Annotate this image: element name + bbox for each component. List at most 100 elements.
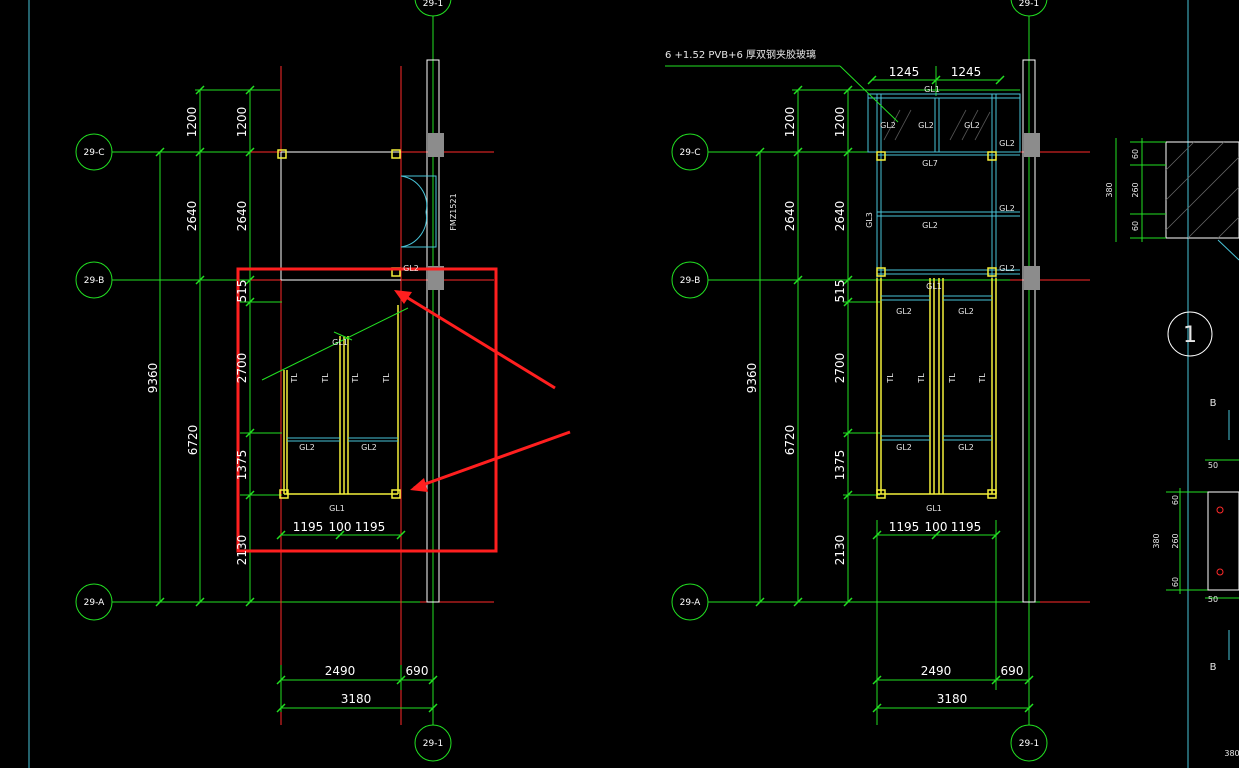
section-mark-1[interactable]: 1 bbox=[1167, 311, 1213, 357]
svg-text:3180: 3180 bbox=[341, 692, 372, 706]
left-dimension-labels: 1200 1200 2640 2640 515 2700 1375 2130 9… bbox=[146, 107, 458, 706]
svg-text:FMZ1521: FMZ1521 bbox=[449, 193, 458, 230]
svg-text:2640: 2640 bbox=[783, 201, 797, 232]
svg-text:GL1: GL1 bbox=[926, 282, 942, 291]
svg-text:TL: TL bbox=[290, 373, 299, 384]
svg-text:B: B bbox=[1210, 662, 1217, 673]
svg-text:260: 260 bbox=[1131, 182, 1140, 197]
svg-text:1245: 1245 bbox=[889, 65, 920, 79]
svg-text:2700: 2700 bbox=[833, 353, 847, 384]
svg-text:1375: 1375 bbox=[833, 450, 847, 481]
svg-text:100: 100 bbox=[329, 520, 352, 534]
glass-spec-note: 6 +1.52 PVB+6 厚双钢夹胶玻璃 bbox=[665, 48, 816, 61]
svg-text:1200: 1200 bbox=[833, 107, 847, 138]
svg-text:TL: TL bbox=[886, 373, 895, 384]
svg-text:60: 60 bbox=[1131, 149, 1140, 159]
svg-text:1375: 1375 bbox=[235, 450, 249, 481]
svg-text:GL2: GL2 bbox=[958, 307, 974, 316]
svg-text:GL2: GL2 bbox=[361, 443, 377, 452]
svg-text:TL: TL bbox=[917, 373, 926, 384]
svg-text:GL2: GL2 bbox=[958, 443, 974, 452]
highlight-box bbox=[236, 267, 498, 553]
svg-text:TL: TL bbox=[321, 373, 330, 384]
svg-text:GL2: GL2 bbox=[896, 443, 912, 452]
svg-text:1195: 1195 bbox=[355, 520, 386, 534]
svg-text:GL2: GL2 bbox=[999, 264, 1015, 273]
axis-bubble-c-right[interactable]: 29-C bbox=[671, 133, 709, 171]
svg-text:260: 260 bbox=[1171, 533, 1180, 548]
svg-text:1195: 1195 bbox=[293, 520, 324, 534]
axis-bubble-b-right[interactable]: 29-B bbox=[671, 261, 709, 299]
svg-text:1195: 1195 bbox=[889, 520, 920, 534]
svg-text:GL1: GL1 bbox=[926, 504, 942, 513]
svg-text:9360: 9360 bbox=[146, 363, 160, 394]
svg-text:1: 1 bbox=[1183, 323, 1197, 348]
svg-text:2130: 2130 bbox=[235, 535, 249, 566]
svg-text:GL3: GL3 bbox=[865, 212, 874, 228]
svg-text:TL: TL bbox=[351, 373, 360, 384]
detail-labels: 60 260 60 380 50 50 380 60 260 60 B B 38… bbox=[1105, 149, 1239, 758]
svg-text:60: 60 bbox=[1171, 495, 1180, 505]
svg-text:29-1: 29-1 bbox=[1019, 739, 1039, 749]
svg-text:50: 50 bbox=[1208, 595, 1218, 604]
svg-text:GL2: GL2 bbox=[964, 121, 980, 130]
axis-bubble-b-left[interactable]: 29-B bbox=[75, 261, 113, 299]
svg-text:GL2: GL2 bbox=[999, 139, 1015, 148]
svg-text:GL7: GL7 bbox=[922, 159, 938, 168]
svg-text:29-1: 29-1 bbox=[423, 739, 443, 749]
svg-text:2130: 2130 bbox=[833, 535, 847, 566]
svg-text:29-C: 29-C bbox=[680, 148, 701, 158]
svg-text:1195: 1195 bbox=[951, 520, 982, 534]
svg-text:2490: 2490 bbox=[325, 664, 356, 678]
axis-bubble-a-left[interactable]: 29-A bbox=[75, 583, 113, 621]
svg-text:GL2: GL2 bbox=[922, 221, 938, 230]
svg-text:690: 690 bbox=[406, 664, 429, 678]
svg-text:2640: 2640 bbox=[833, 201, 847, 232]
svg-text:6720: 6720 bbox=[186, 425, 200, 456]
svg-text:3180: 3180 bbox=[937, 692, 968, 706]
svg-text:29-A: 29-A bbox=[84, 598, 106, 608]
svg-text:GL1: GL1 bbox=[924, 85, 940, 94]
svg-text:380: 380 bbox=[1152, 533, 1161, 548]
right-dimension-labels: 6 +1.52 PVB+6 厚双钢夹胶玻璃 1200 1200 2640 264… bbox=[665, 48, 1023, 706]
svg-text:GL2: GL2 bbox=[880, 121, 896, 130]
svg-text:1200: 1200 bbox=[185, 107, 199, 138]
axis-bubble-a-right[interactable]: 29-A bbox=[671, 583, 709, 621]
svg-text:515: 515 bbox=[235, 280, 249, 303]
axis-bubble-c-left[interactable]: 29-C bbox=[75, 133, 113, 171]
axis-bubble-top-left[interactable]: 29-1 bbox=[414, 0, 452, 17]
svg-text:29-B: 29-B bbox=[84, 276, 105, 286]
svg-text:29-C: 29-C bbox=[84, 148, 105, 158]
svg-text:2640: 2640 bbox=[185, 201, 199, 232]
svg-text:GL2: GL2 bbox=[896, 307, 912, 316]
axis-bubble-1-left[interactable]: 29-1 bbox=[414, 724, 452, 762]
detail-section bbox=[1115, 138, 1239, 660]
svg-text:TL: TL bbox=[948, 373, 957, 384]
svg-text:2700: 2700 bbox=[235, 353, 249, 384]
svg-text:60: 60 bbox=[1171, 577, 1180, 587]
svg-text:GL1: GL1 bbox=[329, 504, 345, 513]
svg-text:2640: 2640 bbox=[235, 201, 249, 232]
svg-text:29-A: 29-A bbox=[680, 598, 702, 608]
svg-text:1200: 1200 bbox=[783, 107, 797, 138]
svg-text:29-B: 29-B bbox=[680, 276, 701, 286]
svg-text:GL2: GL2 bbox=[999, 204, 1015, 213]
svg-text:GL2: GL2 bbox=[299, 443, 315, 452]
svg-text:100: 100 bbox=[925, 520, 948, 534]
svg-text:2490: 2490 bbox=[921, 664, 952, 678]
right-plan bbox=[665, 16, 1090, 725]
svg-text:TL: TL bbox=[978, 373, 987, 384]
axis-bubble-1-right[interactable]: 29-1 bbox=[1010, 724, 1048, 762]
svg-text:9360: 9360 bbox=[745, 363, 759, 394]
svg-text:29-1: 29-1 bbox=[423, 0, 443, 9]
svg-text:GL2: GL2 bbox=[403, 264, 419, 273]
svg-text:690: 690 bbox=[1001, 664, 1024, 678]
svg-text:50: 50 bbox=[1208, 461, 1218, 470]
svg-text:1200: 1200 bbox=[235, 107, 249, 138]
svg-text:GL2: GL2 bbox=[918, 121, 934, 130]
axis-bubble-top-right[interactable]: 29-1 bbox=[1010, 0, 1048, 17]
svg-text:B: B bbox=[1210, 398, 1217, 409]
svg-text:GL1: GL1 bbox=[332, 338, 348, 347]
svg-text:29-1: 29-1 bbox=[1019, 0, 1039, 9]
